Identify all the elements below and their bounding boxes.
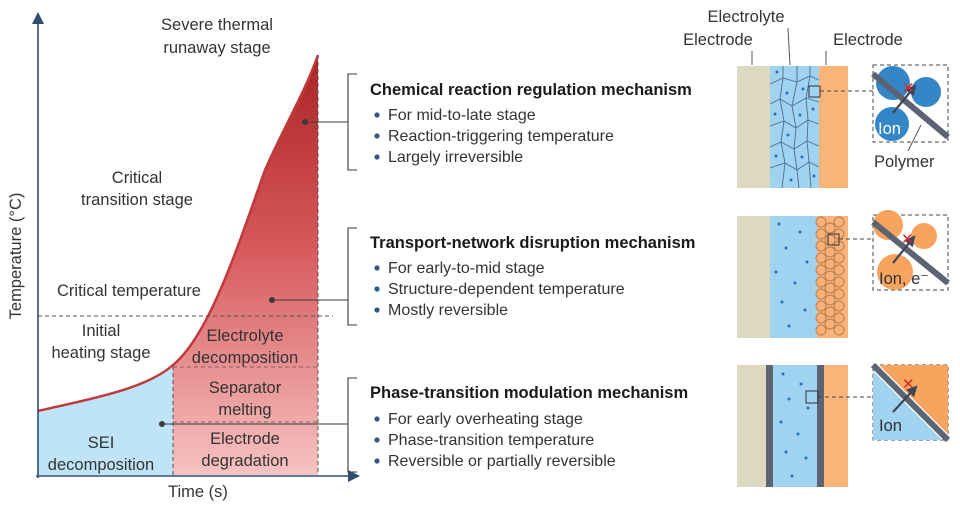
bullet-icon [374,286,380,292]
critical-transition-label-2: transition stage [81,191,193,209]
phase-layer-right [817,365,824,487]
y-axis-label: Temperature (°C) [7,193,25,320]
y-axis-arrow [32,12,44,24]
mechanism-chemical: Chemical reaction regulation mechanism F… [370,81,692,166]
ion-blob [875,107,909,141]
polymer-pointer [907,124,922,152]
phase-layer [870,362,951,443]
sei-region [38,365,173,475]
mechanism-item: Largely irreversible [388,149,523,166]
separator-melting-label-1: Separator [209,379,282,397]
blocked-cross-icon: ✕ [901,231,914,248]
ion-arrow [892,235,916,264]
electrode-degradation-label-2: degradation [201,452,288,470]
electrolyte-dots [774,222,809,328]
bullet-icon [374,265,380,271]
electrode-left-block [737,66,770,188]
x-axis-label: Time (s) [168,483,228,501]
electrode-left-block [737,365,766,487]
electrode-right-label: Electrode [833,31,903,49]
bullet-icon [374,416,380,422]
mechanism-item: Mostly reversible [388,302,508,319]
cell-schematic-1: ✕ Ion Polymer [737,64,950,189]
polymer-chain [871,71,950,140]
bullet-icon [374,307,380,313]
ion-arrow [892,385,918,413]
particle-blob [877,254,913,290]
electrolyte-dots [773,70,816,182]
connector-lines [159,73,357,473]
blocked-cross-icon: ✕ [902,80,915,97]
electrolyte-triangle [873,371,942,440]
phase-layer-left [766,365,773,487]
electrolyte-decomposition-label-1: Electrolyte [206,327,283,345]
severe-stage-label-1: Severe thermal [161,16,273,34]
temperature-curve [37,54,320,413]
x-axis-arrow [348,470,360,482]
mechanism-title-1: Chemical reaction regulation mechanism [370,81,692,99]
electrolyte-block [770,216,817,338]
cell-schematic-2: ✕ Ion, e⁻ [737,210,950,338]
polymer-chain [871,219,950,286]
critical-temperature-label: Critical temperature [57,282,201,300]
mechanism-item: For mid-to-late stage [388,107,536,124]
electrode-triangle [879,365,948,434]
mechanism-item: For early-to-mid stage [388,260,545,277]
bullet-icon [374,154,380,160]
ion-blob [911,77,941,107]
separator-melting-label-2: melting [218,401,271,419]
runaway-region [173,55,318,475]
mechanism-item: For early overheating stage [388,411,583,428]
cell-schematic-3: ✕ Ion [737,362,951,487]
electrolyte-dots [779,372,810,478]
electrolyte-block [773,365,817,487]
sei-label-2: decomposition [48,456,154,474]
electrolyte-decomposition-label-2: decomposition [192,349,298,367]
blocked-cross-icon: ✕ [902,376,915,393]
bracket-2 [347,227,357,326]
ion-label-1: Ion [878,120,901,138]
electrode-degradation-label-1: Electrode [210,430,280,448]
electrolyte-label: Electrolyte [707,8,784,26]
sei-label-1: SEI [88,434,115,452]
polymer-network [769,66,820,189]
mechanism-item: Reversible or partially reversible [388,453,616,470]
mechanism-transport: Transport-network disruption mechanism F… [370,234,695,319]
ion-label-2: Ion, e⁻ [879,270,929,288]
ion-blob [876,66,910,100]
electrode-left-label: Electrode [683,31,753,49]
particle-blob [873,210,903,240]
mechanism-item: Phase-transition temperature [388,432,594,449]
ion-arrow [892,84,917,114]
critical-transition-label-1: Critical [112,169,162,187]
temperature-time-chart: Temperature (°C) Time (s) Severe thermal… [7,12,360,501]
bullet-icon [374,458,380,464]
bracket-3 [347,377,357,473]
severe-stage-label-2: runaway stage [163,39,270,57]
electrode-right-block [819,66,848,188]
electrode-right-block [824,365,848,487]
electrode-left-block [737,216,770,338]
ion-label-3: Ion [879,417,902,435]
mechanism-item: Reaction-triggering temperature [388,128,614,145]
polymer-label: Polymer [874,153,935,171]
mechanism-phase: Phase-transition modulation mechanism Fo… [370,384,688,470]
electrolyte-pointer [787,27,791,66]
bullet-icon [374,437,380,443]
particle-blob [911,223,937,249]
mechanism-item: Structure-dependent temperature [388,281,625,298]
mechanism-title-3: Phase-transition modulation mechanism [370,384,688,402]
mechanism-title-2: Transport-network disruption mechanism [370,234,695,252]
initial-heating-label-2: heating stage [51,344,150,362]
bullet-icon [374,133,380,139]
bracket-1 [347,73,357,171]
bullet-icon [374,112,380,118]
initial-heating-label-1: Initial [82,322,121,340]
